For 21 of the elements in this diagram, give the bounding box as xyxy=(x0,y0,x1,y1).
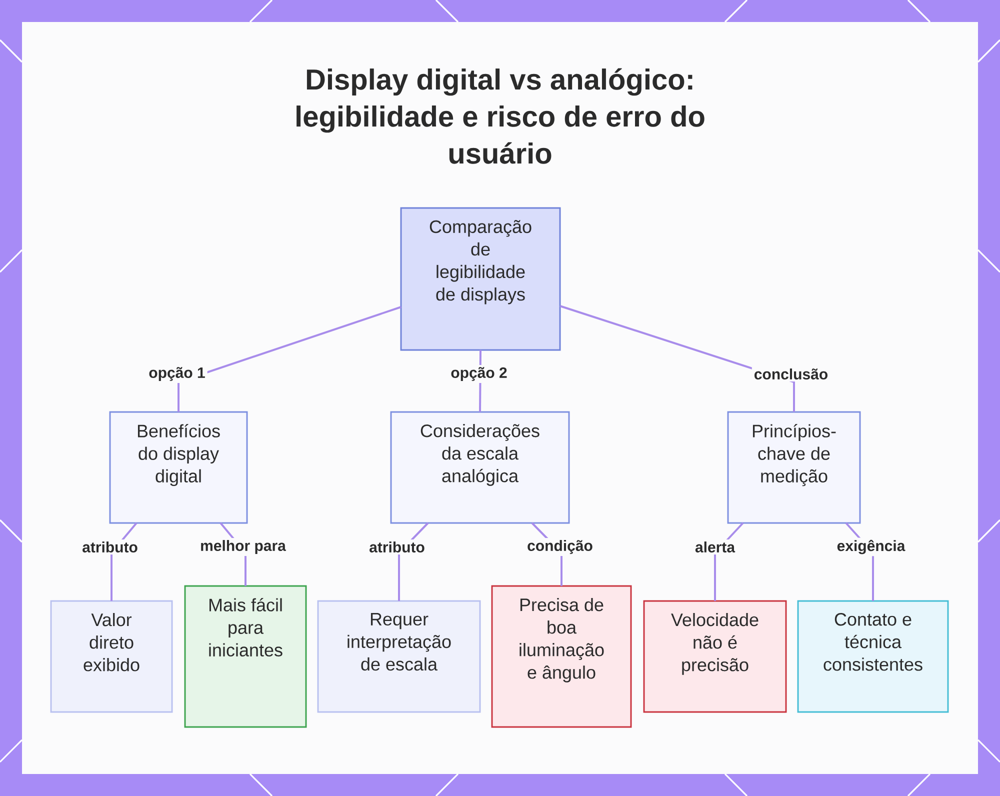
edge-label: opção 1 xyxy=(146,365,208,383)
edge-label: opção 2 xyxy=(448,365,510,383)
edge-label: exigência xyxy=(834,538,908,556)
detail-box: Contato e técnica consistentes xyxy=(797,600,949,713)
edge-label: atributo xyxy=(367,540,427,554)
edge-label: condição xyxy=(525,538,595,556)
category-box: Benefícios do display digital xyxy=(109,411,248,524)
detail-box: Velocidade não é precisão xyxy=(643,600,787,713)
edge-label: conclusão xyxy=(752,366,830,382)
edge-label: atributo xyxy=(80,540,140,554)
connector-line xyxy=(178,306,402,412)
detail-box: Requer interpretação de escala xyxy=(317,600,481,713)
detail-box: Mais fácil para iniciantes xyxy=(184,585,307,728)
topic-box: Comparação de legibilidade de displays xyxy=(400,207,561,351)
detail-box: Valor direto exibido xyxy=(50,600,173,713)
title: Display digital vs analógico: legibilidade e risco de erro do usuário xyxy=(296,68,704,164)
edge-label: alerta xyxy=(693,540,738,554)
category-box: Considerações da escala analógica xyxy=(390,411,570,524)
edge-label: melhor para xyxy=(198,538,288,556)
category-box: Princípios-chave de medição xyxy=(727,411,861,524)
detail-box: Precisa de boa iluminação e ângulo xyxy=(491,585,632,728)
